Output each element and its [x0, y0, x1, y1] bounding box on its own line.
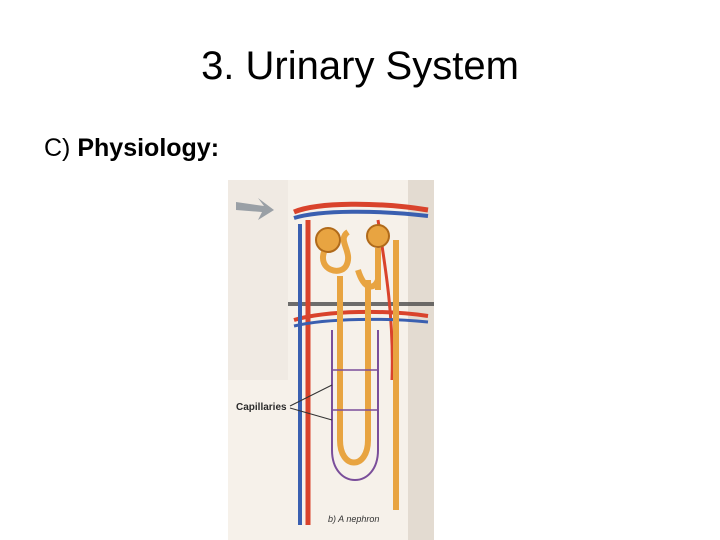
section-subheading: C) Physiology: — [44, 134, 219, 163]
nephron-figure: Capillaries b) A nephron — [228, 180, 434, 540]
subheading-prefix: C) — [44, 134, 71, 162]
pointer-arrow-icon — [236, 198, 274, 220]
boundary-line — [288, 302, 434, 306]
figure-caption: b) A nephron — [328, 514, 380, 524]
subheading-bold-text: Physiology: — [77, 134, 220, 162]
nephron-illustration — [228, 180, 434, 540]
capillaries-label: Capillaries — [236, 402, 287, 413]
slide-title: 3. Urinary System — [201, 44, 519, 88]
